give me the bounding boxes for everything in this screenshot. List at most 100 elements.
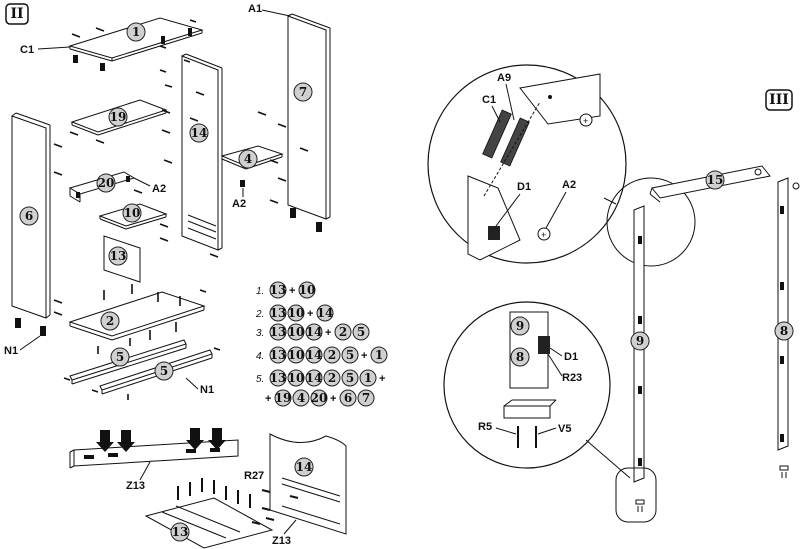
- sequence-part-bubble: [269, 323, 287, 341]
- part-15-bubble: 15: [705, 170, 725, 190]
- sequence-part-bubble: [305, 346, 323, 364]
- sequence-part-number: 10: [288, 371, 305, 385]
- sequence-part-number: 14: [317, 306, 334, 320]
- label-a2-shelf: A2: [232, 198, 246, 210]
- svg-text:14: 14: [296, 460, 313, 474]
- svg-text:5: 5: [160, 364, 168, 378]
- part-8b-bubble: 8: [510, 347, 530, 367]
- sequence-plus: +: [361, 350, 367, 362]
- svg-text:9: 9: [636, 334, 644, 348]
- sequence-part-number: 5: [346, 371, 354, 385]
- label-c1-detail: C1: [482, 94, 496, 106]
- panel-2: [68, 291, 206, 341]
- part-7-bubble: 7: [293, 82, 313, 102]
- sequence-part-number: 10: [288, 325, 305, 339]
- panel-14: [181, 53, 223, 251]
- label-a2-detail: A2: [562, 179, 576, 191]
- svg-text:4: 4: [244, 152, 252, 166]
- svg-text:+: +: [541, 230, 546, 240]
- label-d1-lower: D1: [564, 351, 578, 363]
- sequence-part-number: 13: [270, 306, 287, 320]
- sequence-part-bubble: [274, 389, 292, 407]
- label-a2-bracket: A2: [152, 183, 166, 195]
- part-9b-bubble: 9: [510, 316, 530, 336]
- svg-text:19: 19: [110, 110, 127, 124]
- svg-text:13: 13: [172, 525, 189, 539]
- sequence-part-bubble: [287, 304, 305, 322]
- part-10-bubble: 10: [122, 203, 142, 223]
- sequence-part-number: 20: [311, 391, 328, 405]
- sequence-plus: +: [325, 327, 331, 339]
- sequence-part-bubble: [339, 389, 357, 407]
- sequence-plus: +: [307, 308, 313, 320]
- sequence-part-number: 5: [346, 348, 354, 362]
- sequence-part-bubble: [359, 369, 377, 387]
- label-d1-detail: D1: [517, 181, 531, 193]
- sequence-plus: +: [379, 373, 385, 385]
- sequence-step-number: 2.: [255, 309, 264, 320]
- panel-14-bottom: [269, 433, 347, 535]
- svg-text:9: 9: [516, 319, 524, 333]
- svg-text:+: +: [583, 116, 588, 126]
- svg-text:2: 2: [106, 314, 114, 328]
- down-arrows: [96, 428, 226, 452]
- svg-text:13: 13: [110, 249, 127, 263]
- part-13-bubble: 13: [108, 246, 128, 266]
- part-19-bubble: 19: [108, 107, 128, 127]
- sequence-part-bubble: [370, 346, 388, 364]
- svg-text:5: 5: [116, 350, 124, 364]
- sequence-step-number: 5.: [256, 374, 264, 385]
- svg-text:20: 20: [98, 176, 115, 190]
- part-1-bubble: 1: [126, 22, 146, 42]
- sequence-part-number: 1: [364, 371, 372, 385]
- label-n1-left: N1: [4, 345, 18, 357]
- sequence-plus: +: [265, 393, 271, 405]
- sequence-step-number: 3.: [256, 328, 264, 339]
- sequence-part-bubble: [323, 369, 341, 387]
- sequence-part-number: 7: [362, 391, 370, 405]
- label-r23: R23: [562, 372, 582, 384]
- label-c1: C1: [20, 44, 34, 56]
- svg-text:7: 7: [299, 85, 307, 99]
- part-14-bubble: 14: [189, 123, 209, 143]
- sequence-part-bubble: [269, 346, 287, 364]
- sequence-part-bubble: [269, 369, 287, 387]
- part-6-bubble: 6: [19, 206, 39, 226]
- sequence-part-number: 2: [328, 348, 336, 362]
- part-20-bubble: 20: [96, 173, 116, 193]
- sequence-part-number: 10: [288, 306, 305, 320]
- svg-text:8: 8: [780, 324, 788, 338]
- sequence-part-number: 13: [270, 348, 287, 362]
- label-v5: V5: [558, 423, 571, 435]
- sequence-plus: +: [289, 285, 295, 297]
- sequence-part-bubble: [298, 281, 316, 299]
- sequence-part-number: 2: [339, 325, 347, 339]
- sequence-part-bubble: [334, 323, 352, 341]
- part-5a-bubble: 5: [110, 347, 130, 367]
- sequence-step-number: 4.: [256, 351, 264, 362]
- section-iii-marker: III: [765, 89, 793, 111]
- sequence-part-bubble: [269, 281, 287, 299]
- sequence-part-number: 14: [306, 325, 323, 339]
- svg-text:6: 6: [25, 209, 33, 223]
- part-4-bubble: 4: [238, 149, 258, 169]
- sequence-part-bubble: [287, 369, 305, 387]
- frame-feet: [635, 168, 800, 512]
- dowels: [53, 19, 309, 400]
- sequence-step-number: 1.: [256, 286, 264, 297]
- sequence-part-number: 19: [275, 391, 292, 405]
- sequence-part-number: 13: [270, 283, 287, 297]
- svg-text:II: II: [10, 6, 23, 22]
- section-ii-marker: II: [5, 3, 29, 25]
- sequence-part-number: 10: [299, 283, 316, 297]
- sequence-part-bubble: [287, 346, 305, 364]
- svg-text:1: 1: [132, 25, 140, 39]
- part-13b-bubble: 13: [170, 522, 190, 542]
- label-r5: R5: [478, 421, 492, 433]
- part-8-bubble: 8: [774, 321, 794, 341]
- sequence-part-bubble: [341, 369, 359, 387]
- sequence-part-bubble: [323, 346, 341, 364]
